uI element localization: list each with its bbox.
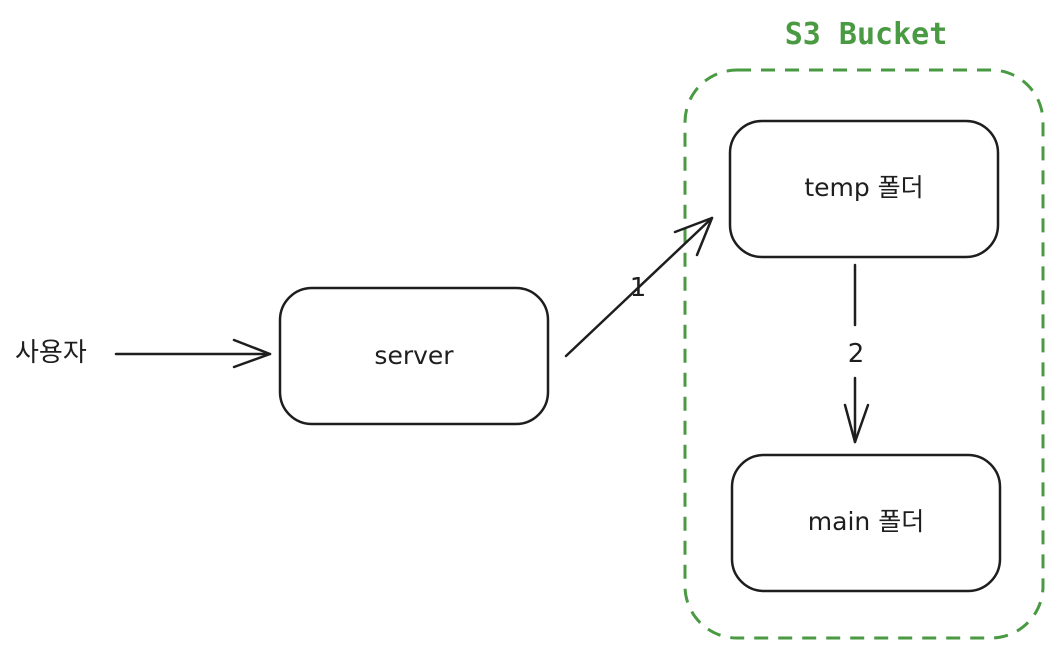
upload-step-label: 1	[630, 273, 647, 303]
temp-folder-label: temp 폴더	[804, 173, 923, 202]
temp-folder-box	[728, 119, 1000, 259]
user-to-server-arrow	[114, 338, 272, 369]
user-label: 사용자	[15, 338, 87, 368]
server-box	[278, 286, 550, 426]
s3-bucket-title: S3 Bucket	[785, 17, 948, 52]
main-folder-box	[730, 453, 1002, 593]
main-folder-label: main 폴더	[808, 507, 924, 536]
move-step-label: 2	[848, 339, 865, 369]
temp-to-main-arrow	[843, 263, 870, 444]
server-to-temp-arrow	[564, 216, 714, 358]
s3-bucket-container	[683, 68, 1045, 640]
server-label: server	[374, 341, 454, 370]
